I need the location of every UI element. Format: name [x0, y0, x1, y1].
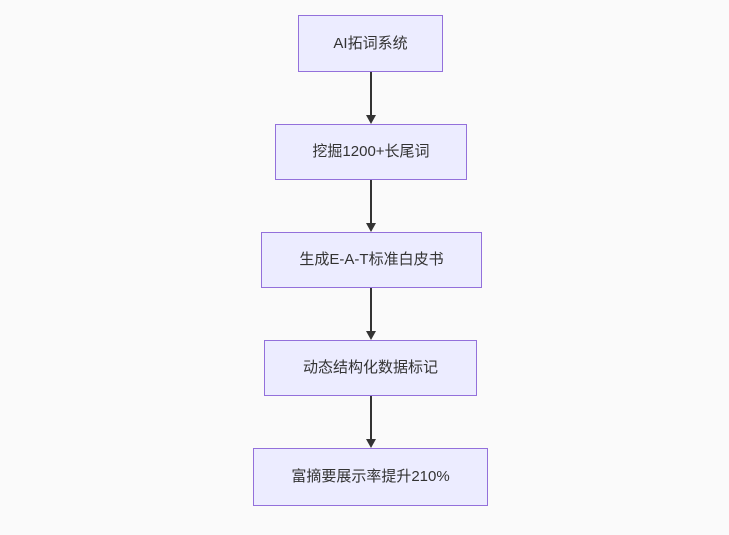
- flow-arrow-1: [366, 72, 376, 124]
- arrowhead-down-icon: [366, 115, 376, 124]
- arrow-line: [370, 396, 372, 439]
- flow-node-label: 动态结构化数据标记: [302, 359, 438, 376]
- flow-arrow-3: [366, 288, 376, 340]
- flow-node-label: 挖掘1200+长尾词: [312, 143, 430, 160]
- flow-node-label: 富摘要展示率提升210%: [291, 468, 450, 485]
- flow-arrow-4: [366, 396, 376, 448]
- arrowhead-down-icon: [366, 331, 376, 340]
- flow-node-dynamic-structured-data-markup: 动态结构化数据标记: [264, 340, 477, 396]
- flow-arrow-2: [366, 180, 376, 232]
- flow-node-ai-word-expansion-system: AI拓词系统: [298, 15, 443, 72]
- arrowhead-down-icon: [366, 223, 376, 232]
- flow-node-rich-snippet-rate-increase: 富摘要展示率提升210%: [253, 448, 488, 506]
- flow-node-longtail-keyword-mining: 挖掘1200+长尾词: [275, 124, 467, 180]
- arrow-line: [370, 72, 372, 115]
- flow-node-label: AI拓词系统: [333, 34, 408, 52]
- arrow-line: [370, 288, 372, 331]
- flow-node-label: 生成E-A-T标准白皮书: [299, 251, 444, 268]
- flow-node-eat-whitepaper-generation: 生成E-A-T标准白皮书: [261, 232, 482, 288]
- arrow-line: [370, 180, 372, 223]
- arrowhead-down-icon: [366, 439, 376, 448]
